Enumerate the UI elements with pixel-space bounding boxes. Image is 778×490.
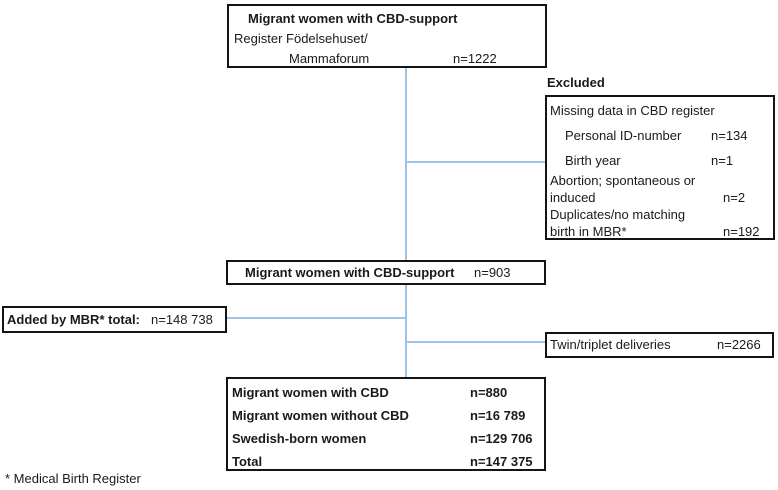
count-value: n=192 [723, 224, 760, 239]
count-value: n=1222 [453, 51, 497, 66]
count-value: n=129 706 [470, 431, 533, 446]
excluded-row: birth in MBR* n=192 [550, 223, 770, 240]
count-value: n=2 [723, 190, 746, 205]
count-value: n=16 789 [470, 408, 526, 423]
box-twin-triplet-deliveries: Twin/triplet deliveries n=2266 [545, 332, 774, 358]
box-label: Twin/triplet deliveries [550, 337, 671, 352]
connector-from-mbr [227, 317, 405, 319]
excluded-row: Personal ID-number n=134 [550, 123, 770, 149]
cohort-row: Total n=147 375 [228, 450, 544, 473]
box-title: Migrant women with CBD-support [248, 11, 458, 26]
cohort-row-label: Migrant women without CBD [232, 408, 409, 423]
register-line: Register Födelsehuset/ [234, 31, 368, 46]
connector-to-excluded [407, 161, 545, 163]
cohort-row: Swedish-born women n=129 706 [228, 427, 544, 450]
excluded-row-label: induced [550, 190, 596, 205]
count-value: n=880 [470, 385, 508, 400]
cohort-row-label: Total [232, 454, 263, 469]
excluded-row-label: Abortion; spontaneous or [550, 173, 696, 188]
footnote-medical-birth-register: * Medical Birth Register [5, 471, 141, 486]
box-row: Added by MBR* total: n=148 738 [4, 308, 225, 331]
count-value: n=1 [711, 153, 734, 168]
connector-middle-to-bottom [405, 285, 407, 377]
count-value: n=2266 [717, 337, 761, 352]
excluded-row: Birth year n=1 [550, 149, 770, 172]
excluded-row: Missing data in CBD register [550, 99, 770, 123]
register-name: Mammaforum [289, 51, 370, 66]
excluded-row-label: Missing data in CBD register [550, 103, 715, 118]
excluded-row: induced n=2 [550, 189, 770, 206]
connector-top-to-middle [405, 68, 407, 260]
cohort-row: Migrant women without CBD n=16 789 [228, 404, 544, 427]
excluded-row: Duplicates/no matching [550, 206, 770, 223]
excluded-row-label: Birth year [565, 153, 621, 168]
count-value: n=147 375 [470, 454, 533, 469]
cohort-row-label: Swedish-born women [232, 431, 367, 446]
connector-to-twin [407, 341, 545, 343]
excluded-row-label: Duplicates/no matching [550, 207, 686, 222]
count-value: n=134 [711, 128, 748, 143]
cohort-row-label: Migrant women with CBD [232, 385, 389, 400]
cohort-row: Migrant women with CBD n=880 [228, 381, 544, 404]
excluded-header: Excluded [547, 75, 605, 90]
register-line-2: Mammaforum n=1222 [229, 49, 545, 69]
box-label: Added by MBR* total: [7, 312, 140, 327]
box-cbd-support-after-exclusion: Migrant women with CBD-support n=903 [226, 260, 546, 285]
excluded-row-label: birth in MBR* [550, 224, 627, 239]
excluded-row: Abortion; spontaneous or [550, 172, 770, 189]
excluded-row-label: Personal ID-number [565, 128, 682, 143]
box-added-by-mbr: Added by MBR* total: n=148 738 [2, 306, 227, 333]
box-final-cohort: Migrant women with CBD n=880 Migrant wom… [226, 377, 546, 471]
count-value: n=903 [474, 265, 511, 280]
box-row: Migrant women with CBD-support n=903 [228, 262, 544, 283]
box-excluded: Missing data in CBD register Personal ID… [545, 95, 775, 240]
box-row: Twin/triplet deliveries n=2266 [547, 334, 772, 356]
box-label: Migrant women with CBD-support [245, 265, 455, 280]
box-cbd-support-source: Migrant women with CBD-support Register … [227, 4, 547, 68]
count-value: n=148 738 [151, 312, 213, 327]
